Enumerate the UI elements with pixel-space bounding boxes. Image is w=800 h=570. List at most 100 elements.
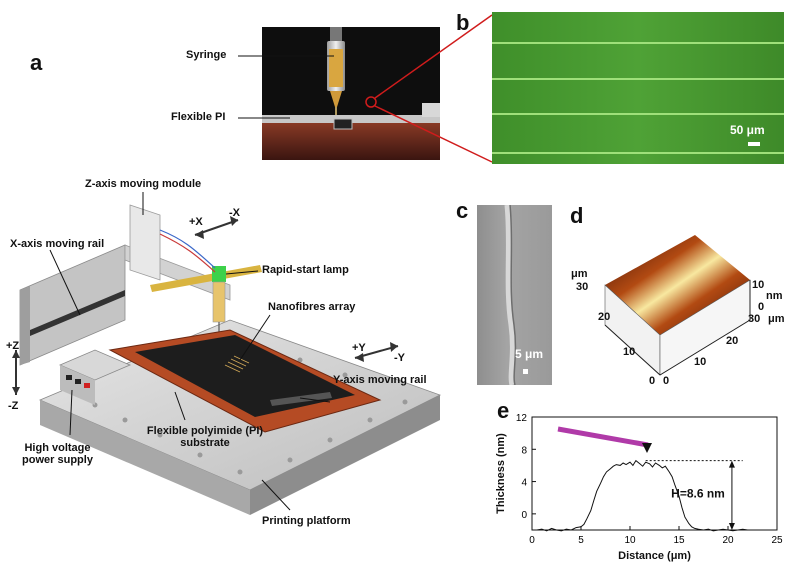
- minus-z-label: -Z: [8, 400, 19, 412]
- afm-axis-left: [604, 324, 661, 376]
- hv-label: High voltage power supply: [0, 442, 115, 466]
- ps-switch-2: [75, 379, 81, 384]
- height-annotation: H=8.6 nm: [671, 487, 725, 501]
- nanofibre-pattern: [224, 355, 250, 373]
- afm-tip-apex: [642, 443, 652, 453]
- scale-bar-b: [748, 142, 760, 146]
- afm-right-tick-20: 20: [726, 335, 739, 347]
- afm-z-tick-10: 10: [752, 279, 765, 291]
- printer-illustration: [12, 192, 442, 515]
- x-tick-label: 10: [624, 535, 636, 546]
- printing-platform-label: Printing platform: [262, 515, 351, 527]
- scale-label-c: 5 μm: [515, 347, 544, 361]
- afm-left-tick-0: 0: [649, 375, 656, 387]
- y-tick-label: 4: [521, 478, 527, 489]
- substrate-label-line2: substrate: [180, 437, 230, 449]
- ps-switch-3: [84, 383, 90, 388]
- ps-switch-1: [66, 375, 72, 380]
- substrate-label: Flexible polyimide (PI) substrate: [130, 425, 280, 449]
- y-tick-label: 8: [521, 445, 527, 456]
- x-tick-label: 0: [529, 535, 535, 546]
- x-rail: [30, 290, 125, 336]
- wire-red: [159, 233, 216, 273]
- sem-fibre: [504, 205, 517, 385]
- x-tick-label: 20: [722, 535, 734, 546]
- syringe-label: Syringe: [186, 49, 227, 61]
- y-axis-label: Thickness (nm): [495, 433, 507, 514]
- plus-y-label: +Y: [352, 342, 366, 354]
- afm-unit-right: μm: [768, 313, 785, 325]
- panel-letter-a: a: [30, 50, 43, 75]
- thickness-profile-line: [536, 459, 748, 532]
- fibre-line-3: [492, 113, 784, 115]
- minus-x-label: -X: [229, 207, 240, 219]
- panel-letter-e: e: [497, 398, 510, 423]
- afm-right-tick-0: 0: [663, 375, 670, 387]
- substrate-label-line1: Flexible polyimide (PI): [146, 425, 264, 437]
- scale-label-b: 50 μm: [730, 123, 765, 137]
- printer-syringe: [212, 281, 226, 323]
- afm-z-tick-0: 0: [758, 301, 765, 313]
- panel-letter-c: c: [456, 198, 469, 223]
- afm-3d-plot: [604, 235, 751, 376]
- gantry-wall-edge: [20, 286, 30, 365]
- hv-label-line1: High voltage: [24, 442, 91, 454]
- rapid-start-lamp-shape: [212, 266, 226, 282]
- y-axis-rail-label: Y-axis moving rail: [333, 374, 427, 386]
- height-arrow-head-top: [728, 460, 735, 468]
- printer-callouts: [49, 192, 331, 511]
- afm-right-tick-30: 30: [748, 313, 761, 325]
- syringe-photo: [262, 27, 440, 160]
- z-axis-module-label: Z-axis moving module: [85, 178, 202, 190]
- zoom-circle: [365, 96, 377, 108]
- zoom-line-bottom: [374, 105, 493, 163]
- afm-left-tick-30: 30: [576, 281, 589, 293]
- x-ticks: 0 5 10 15 20 25: [529, 526, 783, 546]
- afm-axis-right: [659, 319, 751, 376]
- plunger: [330, 27, 342, 41]
- zoom-line-top: [374, 14, 493, 99]
- height-arrow-head-bottom: [728, 523, 735, 530]
- clamp-block: [422, 103, 440, 117]
- nozzle: [330, 91, 342, 107]
- afm-right-tick-10: 10: [694, 356, 707, 368]
- y-tick-label: 0: [521, 510, 527, 521]
- printing-platform-side: [250, 395, 440, 515]
- plot-frame: [531, 416, 778, 531]
- nanofibres-label: Nanofibres array: [268, 301, 356, 313]
- micrograph-b: 50 μm: [492, 12, 784, 164]
- x-tick-label: 15: [673, 535, 685, 546]
- afm-unit-left: μm: [571, 268, 588, 280]
- panel-letter-d: d: [570, 203, 584, 228]
- plus-z-label: +Z: [6, 340, 20, 352]
- y-rail: [270, 392, 332, 406]
- scale-bar-c: [523, 369, 528, 374]
- rapid-start-lamp-label: Rapid-start lamp: [262, 264, 349, 276]
- afm-z-unit: nm: [766, 290, 783, 302]
- panel-letter-b: b: [456, 10, 470, 35]
- x-axis-rail-label: X-axis moving rail: [10, 238, 105, 250]
- z-module: [129, 204, 161, 281]
- afm-left-tick-20: 20: [598, 311, 611, 323]
- platform-holes: [92, 357, 408, 475]
- gantry-wall: [19, 244, 126, 366]
- hv-label-line2: power supply: [22, 454, 93, 466]
- fibre-line-1: [492, 42, 784, 44]
- afm-surface: [605, 235, 750, 335]
- x-tick-label: 25: [771, 535, 783, 546]
- x-axis-label: Distance (μm): [618, 550, 691, 562]
- pad: [333, 118, 353, 130]
- fibre-line-2: [492, 78, 784, 80]
- fibre-line-4: [492, 152, 784, 154]
- plus-x-label: +X: [189, 216, 203, 228]
- sem-image-c: 5 μm: [477, 205, 552, 385]
- ink-reservoir: [329, 49, 343, 87]
- yellow-rail: [150, 265, 262, 292]
- afm-tip-shaft: [557, 426, 649, 448]
- flexible-pi-label: Flexible PI: [171, 111, 226, 123]
- x-tick-label: 5: [578, 535, 584, 546]
- syringe-illustration: [262, 27, 440, 160]
